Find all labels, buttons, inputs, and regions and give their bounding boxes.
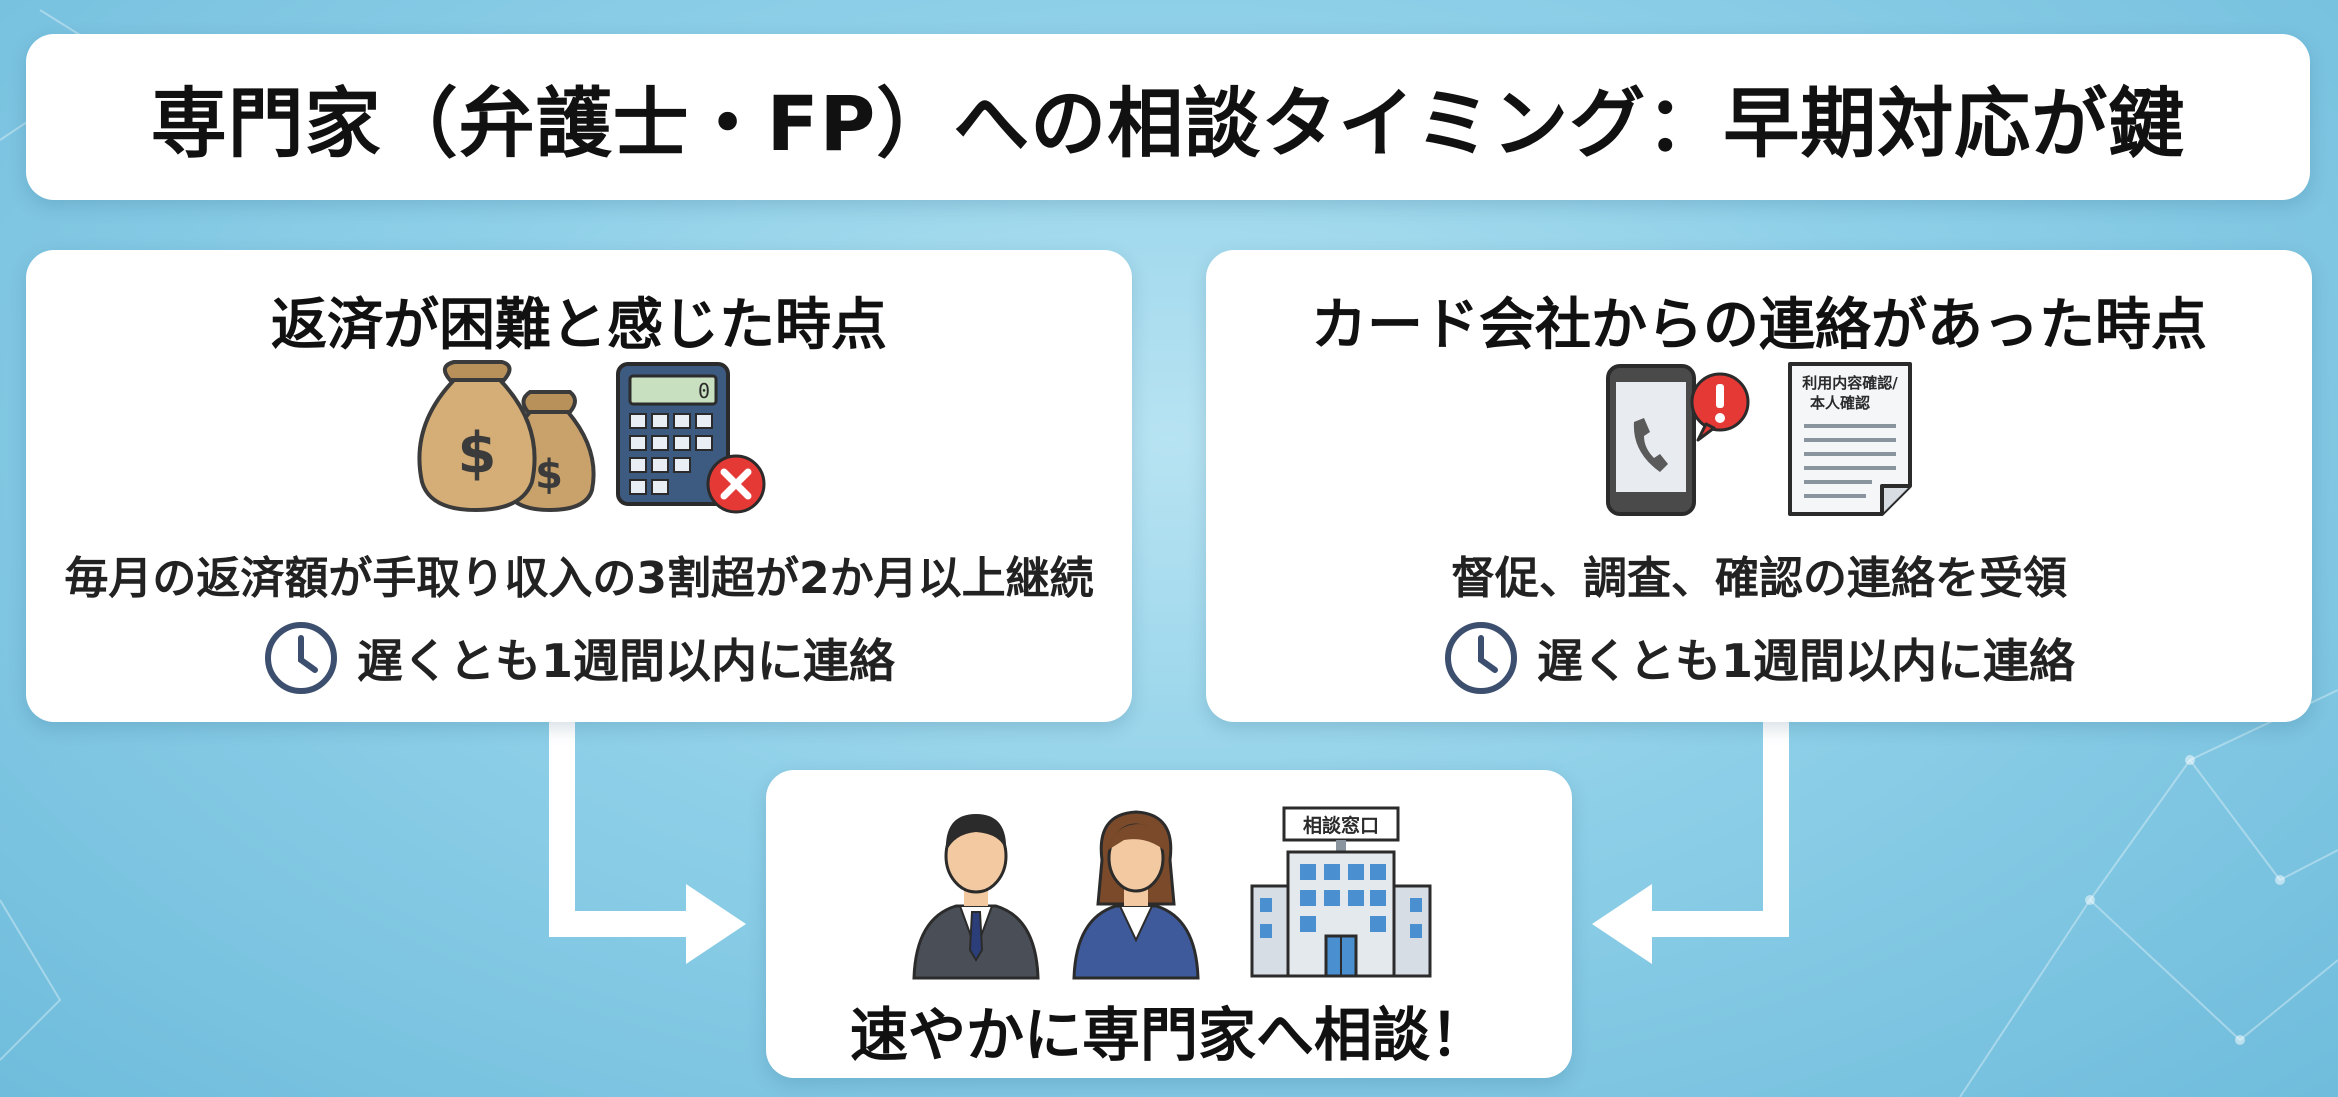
clock-icon	[1444, 622, 1517, 694]
document-label-line2: 本人確認	[1810, 394, 1870, 412]
svg-text:$: $	[535, 452, 563, 498]
calculator-display: 0	[698, 379, 710, 403]
svg-text:$: $	[458, 421, 497, 486]
building-sign: 相談窓口	[1303, 814, 1379, 837]
page-title: 専門家（弁護士・FP）への相談タイミング：早期対応が鍵	[150, 79, 2186, 168]
building-icon: 相談窓口	[1250, 806, 1432, 978]
condition-description: 毎月の返済額が手取り収入の3割超が2か月以上継続	[64, 553, 1094, 604]
card-heading: 返済が困難と感じた時点	[271, 293, 887, 358]
call-to-action-text: 速やかに専門家へ相談！	[849, 1001, 1488, 1069]
title-banner: 専門家（弁護士・FP）への相談タイミング：早期対応が鍵	[26, 34, 2310, 200]
icon-row: $ $ 0	[26, 360, 1132, 520]
condition-description: 督促、調査、確認の連絡を受領	[1451, 553, 2067, 604]
phone-alert-icon	[1606, 364, 1750, 516]
consult-expert-card: 相談窓口 速やかに専門家へ相談！	[766, 770, 1572, 1078]
calculator-icon: 0	[616, 362, 766, 514]
deadline-row: 遅くとも1週間以内に連絡	[1206, 618, 2312, 698]
money-bag-icon: $ $	[417, 360, 596, 513]
female-advisor-icon	[1072, 810, 1200, 980]
card-heading: カード会社からの連絡があった時点	[1311, 293, 2207, 358]
repayment-difficulty-card: 返済が困難と感じた時点 $ $ 0 毎月の返済額が手	[26, 250, 1132, 722]
male-advisor-icon	[912, 814, 1040, 980]
clock-icon	[264, 622, 337, 694]
deadline-row: 遅くとも1週間以内に連絡	[26, 618, 1132, 698]
icon-row: 相談窓口	[766, 800, 1572, 980]
card-company-contact-card: カード会社からの連絡があった時点 利用内容確認/ 本人確認 督促、調査、確認の連…	[1206, 250, 2312, 722]
deadline-text: 遅くとも1週間以内に連絡	[1536, 634, 2075, 688]
document-icon: 利用内容確認/ 本人確認	[1788, 362, 1912, 516]
icon-row: 利用内容確認/ 本人確認	[1206, 360, 2312, 520]
document-label-line1: 利用内容確認/	[1802, 374, 1898, 392]
deadline-text: 遅くとも1週間以内に連絡	[356, 634, 895, 688]
